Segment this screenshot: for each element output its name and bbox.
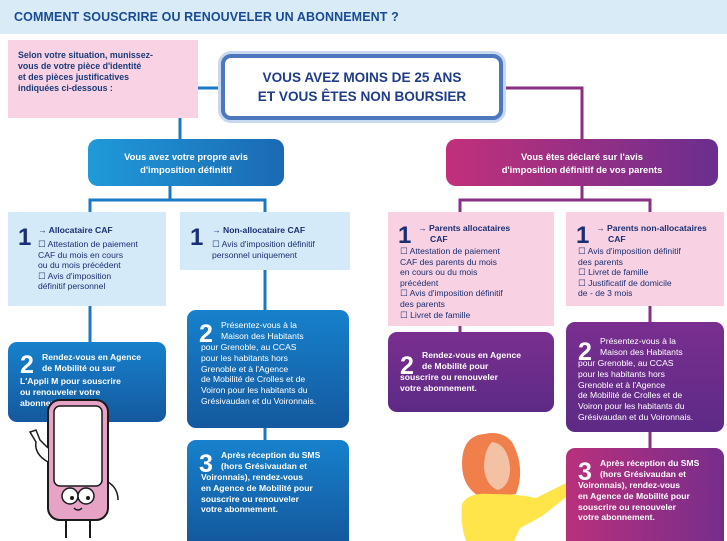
person-illustration (461, 433, 582, 541)
checklist: ☐ Avis d'imposition définitif des parent… (578, 246, 681, 299)
step-sms-right: 3 Après réception du SMS (hors Grésivaud… (566, 448, 724, 541)
header-bar (0, 0, 727, 34)
branch-own-tax: Vous avez votre propre avis d'imposition… (88, 139, 284, 186)
branch-parents-tax: Vous êtes déclaré sur l'avis d'impositio… (446, 139, 718, 186)
step-number: 2 (400, 352, 414, 380)
main-heading: VOUS AVEZ MOINS DE 25 ANS ET VOUS ÊTES N… (257, 70, 467, 104)
category-non-caf: 1 → Non-allocataire CAF ☐ Avis d'imposit… (180, 212, 350, 270)
step-number: 1 (576, 222, 590, 249)
category-title: → Parents allocataires CAF (418, 223, 511, 244)
step-text: Présentez-vous à la Maison des Habitants (600, 336, 683, 357)
page-title: COMMENT SOUSCRIRE OU RENOUVELER UN ABONN… (14, 10, 399, 24)
connector-main-right (503, 86, 584, 139)
intro-box: Selon votre situation, munissez- vous de… (8, 40, 198, 118)
step-sms-left: 3 Après réception du SMS (hors Grésivaud… (187, 440, 349, 541)
step-number: 2 (199, 320, 213, 348)
category-parents-caf: 1 → Parents allocataires CAF ☐ Attestati… (388, 212, 554, 326)
step-number: 1 (398, 222, 412, 249)
checklist: ☐ Attestation de paiement CAF du mois en… (38, 239, 138, 292)
connector-right-noncaf (582, 198, 652, 212)
connector-right-caf (458, 186, 584, 212)
category-title: → Allocataire CAF (38, 225, 113, 235)
category-title: → Non-allocataire CAF (212, 225, 306, 235)
connector-left-noncaf (170, 198, 267, 212)
phone-illustration (28, 399, 119, 538)
step-number: 3 (578, 458, 592, 486)
step-maison-habitants-right: 2 Présentez-vous à la Maison des Habitan… (566, 322, 724, 432)
step-text: Après réception du SMS (hors Grésivaudan… (600, 458, 700, 479)
checklist: ☐ Avis d'imposition définitif personnel … (212, 239, 315, 260)
checklist: ☐ Attestation de paiement CAF des parent… (400, 246, 503, 320)
step-text: Après réception du SMS (hors Grésivaudan… (221, 450, 321, 471)
step-number: 1 (190, 224, 204, 251)
step-number: 2 (20, 351, 34, 379)
category-parents-non-caf: 1 → Parents non-allocataires CAF ☐ Avis … (566, 212, 724, 306)
step-number: 1 (18, 224, 32, 251)
step-maison-habitants-left: 2 Présentez-vous à la Maison des Habitan… (187, 310, 349, 428)
main-heading-box: VOUS AVEZ MOINS DE 25 ANS ET VOUS ÊTES N… (221, 54, 503, 120)
step-agence-right: 2 Rendez-vous en Agence de Mobilité pour… (388, 332, 554, 412)
category-caf: 1 → Allocataire CAF ☐ Attestation de pai… (8, 212, 166, 306)
step-number: 2 (578, 338, 592, 366)
step-number: 3 (199, 450, 213, 478)
intro-text: Selon votre situation, munissez- vous de… (18, 50, 153, 93)
step-text: Rendez-vous en Agence de Mobilité ou sur (42, 352, 142, 373)
connector-left-caf (88, 186, 172, 212)
step-text: Présentez-vous à la Maison des Habitants (221, 320, 304, 341)
step-text: Rendez-vous en Agence de Mobilité pour (422, 350, 522, 371)
category-title: → Parents non-allocataires CAF (596, 223, 707, 244)
